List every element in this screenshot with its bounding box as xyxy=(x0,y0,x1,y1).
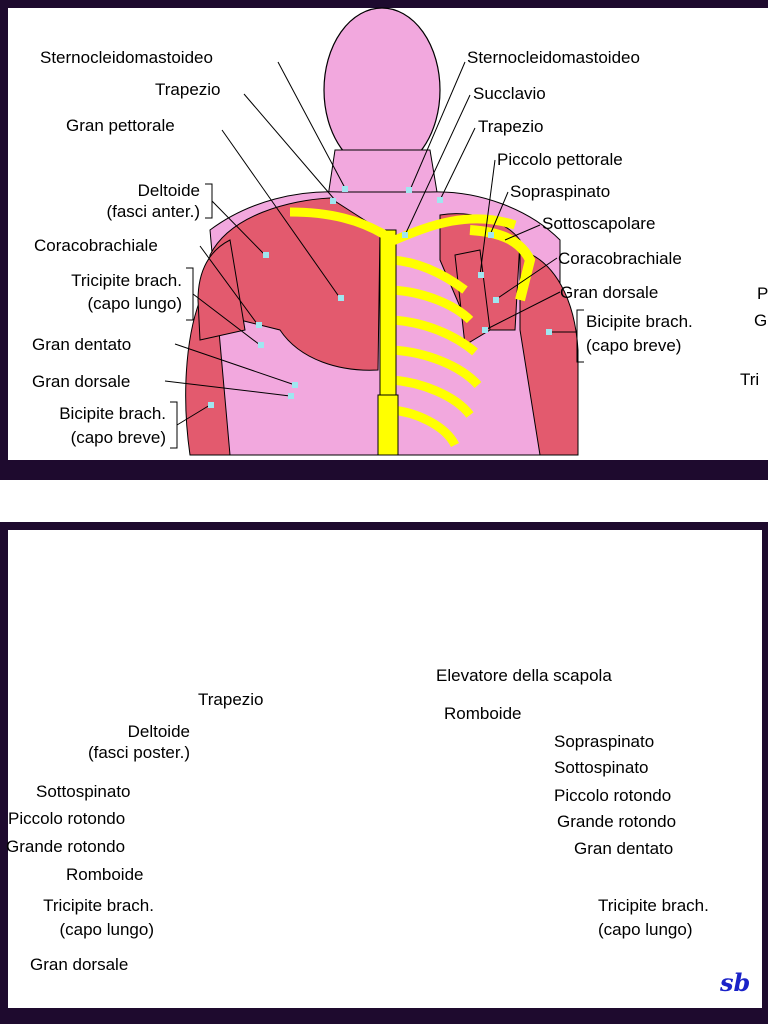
anterior-leader-lines xyxy=(164,61,584,449)
label-rhomboid-right: Romboide xyxy=(444,704,522,723)
label-biceps-left-sub: (capo breve) xyxy=(70,428,166,447)
label-edge-p: P xyxy=(757,284,768,303)
label-serratus-anterior-left: Gran dentato xyxy=(32,335,132,354)
label-coracobrachialis-right: Coracobrachiale xyxy=(558,249,682,268)
label-deltoid-back: Deltoide xyxy=(127,722,190,741)
label-sternocleidomastoid-left: Sternocleidomastoideo xyxy=(40,48,213,67)
label-teres-major-left: Grande rotondo xyxy=(6,837,126,856)
label-triceps-back-right: Tricipite brach. xyxy=(598,896,709,915)
label-latissimus-right: Gran dorsale xyxy=(560,283,659,302)
label-coracobrachialis-left: Coracobrachiale xyxy=(34,236,158,255)
author-signature: sb xyxy=(720,968,751,997)
label-rhomboid-left: Romboide xyxy=(66,865,144,884)
label-deltoid-back-sub: (fasci poster.) xyxy=(87,743,190,762)
label-teres-major-right: Grande rotondo xyxy=(557,812,677,831)
label-latissimus-back: Gran dorsale xyxy=(30,955,129,974)
label-biceps-right: Bicipite brach. xyxy=(586,312,693,331)
label-serratus-back: Gran dentato xyxy=(574,839,674,858)
label-biceps-right-sub: (capo breve) xyxy=(586,336,682,355)
label-trapezius-back: Trapezio xyxy=(198,690,264,709)
label-triceps-back-left: Tricipite brach. xyxy=(43,896,154,915)
label-levator-scapulae: Elevatore della scapola xyxy=(436,666,612,685)
label-triceps-front: Tricipite brach. xyxy=(71,271,182,290)
label-supraspinatus-back: Sopraspinato xyxy=(554,732,655,751)
label-latissimus-left: Gran dorsale xyxy=(32,372,131,391)
label-infraspinatus-left: Sottospinato xyxy=(36,782,131,801)
label-trapezius-right: Trapezio xyxy=(478,117,544,136)
label-deltoid-front: Deltoide xyxy=(137,181,200,200)
anterior-body xyxy=(185,7,579,456)
anterior-markers xyxy=(208,186,552,408)
label-sternocleidomastoid-right: Sternocleidomastoideo xyxy=(467,48,640,67)
label-supraspinatus-front: Sopraspinato xyxy=(510,182,611,201)
label-pectoralis-major: Gran pettorale xyxy=(66,116,175,135)
posterior-view-panel xyxy=(0,522,768,1024)
label-infraspinatus-right: Sottospinato xyxy=(554,758,649,777)
label-triceps-back-left-sub: (capo lungo) xyxy=(59,920,154,939)
label-edge-g: G xyxy=(754,311,768,330)
label-edge-tri: Tri xyxy=(740,370,760,389)
label-biceps-left: Bicipite brach. xyxy=(59,404,166,423)
label-trapezius-left: Trapezio xyxy=(155,80,221,99)
label-teres-minor-right: Piccolo rotondo xyxy=(554,786,672,805)
label-triceps-front-sub: (capo lungo) xyxy=(87,294,182,313)
ribcage xyxy=(391,255,482,448)
label-deltoid-front-sub: (fasci anter.) xyxy=(106,202,200,221)
label-triceps-back-right-sub: (capo lungo) xyxy=(598,920,693,939)
label-subscapularis: Sottoscapolare xyxy=(542,214,656,233)
label-subclavius: Succlavio xyxy=(473,84,546,103)
label-pectoralis-minor: Piccolo pettorale xyxy=(497,150,623,169)
label-teres-minor-left: Piccolo rotondo xyxy=(8,809,126,828)
